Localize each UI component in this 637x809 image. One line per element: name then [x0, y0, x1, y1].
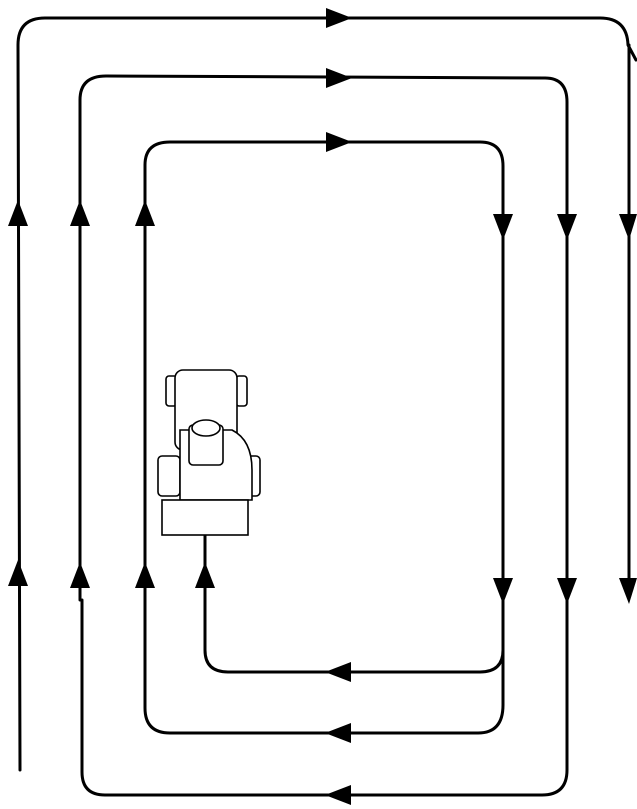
arrow-down-icon [493, 578, 513, 604]
riding-mower-icon [158, 370, 260, 535]
arrow-down-icon [557, 214, 577, 240]
arrow-up-icon [195, 562, 215, 588]
arrow-right-icon [326, 132, 352, 152]
arrow-down-icon [619, 578, 637, 604]
outermost-loop-path [18, 18, 636, 770]
arrow-down-icon [619, 214, 637, 240]
arrow-left-icon [325, 785, 351, 805]
arrow-up-icon [135, 200, 155, 226]
arrow-up-icon [70, 562, 90, 588]
arrow-right-icon [326, 68, 352, 88]
arrow-up-icon [135, 562, 155, 588]
arrow-up-icon [8, 560, 28, 586]
arrow-down-icon [493, 214, 513, 240]
arrow-up-icon [8, 200, 28, 226]
arrow-up-icon [70, 200, 90, 226]
outer-loop-path [80, 76, 567, 795]
inner-loop-path [205, 535, 503, 672]
arrow-left-icon [325, 662, 351, 682]
arrow-left-icon [325, 723, 351, 743]
arrow-down-icon [557, 578, 577, 604]
arrow-right-icon [326, 8, 352, 28]
